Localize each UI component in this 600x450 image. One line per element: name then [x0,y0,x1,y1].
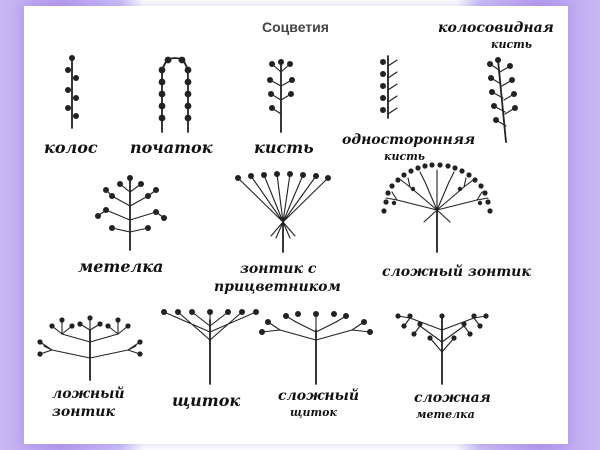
spike-like-raceme-diagram [487,57,518,143]
label-kolosovidnaya: колосовидная [438,20,554,36]
panicle-diagram [95,175,167,251]
label-pochatok: початок [130,138,213,157]
label-slozhnaya-metelka: метелка [416,408,475,421]
label-kolosovidnaya-kist: кисть [491,38,532,51]
secund-raceme-diagram [380,55,398,119]
diagram-title: Соцветия [262,19,329,35]
raceme-diagram [267,59,295,133]
spike-diagram [65,55,79,129]
compound-panicle-diagram [395,313,489,385]
label-pritsvetnikom: прицветником [214,279,341,295]
label-odnostoronnyaya-kist: кисть [384,150,425,163]
label-slozhnaya: сложная [414,390,491,406]
label-zontik-s: зонтик с [240,261,317,277]
umbel-bract-diagram [235,171,331,253]
label-slozhny-zontik: сложный зонтик [382,263,531,280]
slide-panel [24,6,568,444]
label-metelka: метелка [78,257,163,276]
label-lozhny: ложный [52,385,125,402]
label-kolos: колос [44,138,98,157]
compound-umbel-diagram [381,162,493,253]
label-shchitok-2: щиток [290,406,337,419]
label-odnostoronnyaya: односторонняя [342,132,475,148]
compound-corymb-diagram [259,311,373,385]
corymb-diagram [161,309,259,385]
label-kist: кисть [254,138,314,157]
label-lozhny-zontik: зонтик [52,404,115,420]
false-umbel-diagram [37,315,143,381]
spadix-diagram [158,56,192,133]
label-shchitok: щиток [172,391,240,410]
label-slozhny-shchitok: сложный [278,387,359,404]
